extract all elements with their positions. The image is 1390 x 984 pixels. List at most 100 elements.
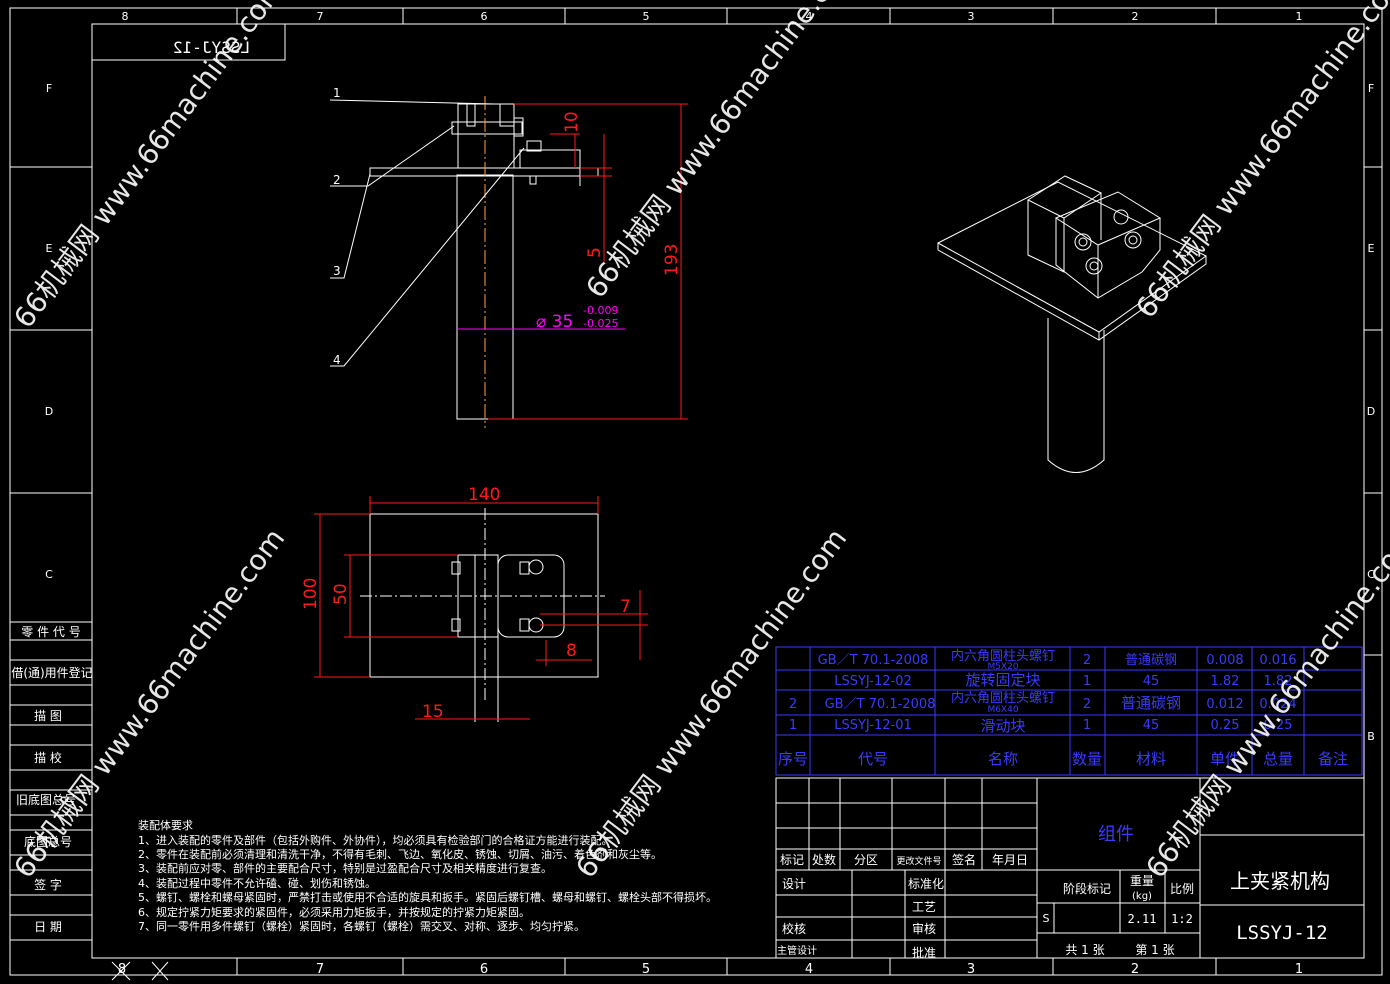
dim-tol-lower: -0.025 [583, 317, 618, 330]
zone-row-right-D: D [1367, 405, 1375, 418]
bom-row-3-total: 0.024 [1259, 697, 1296, 712]
notes-line-5: 5、螺钉、螺栓和螺母紧固时，严禁打击或使用不合适的旋具和扳手。紧固后螺钉槽、螺母… [138, 890, 717, 904]
zone-row-right-F: F [1368, 82, 1374, 95]
dim-50: 50 [331, 583, 351, 605]
bom-row-2-code: LSSYJ-12-02 [834, 674, 912, 689]
bom-row-4-unit: 0.25 [1211, 718, 1240, 733]
zone-col-top-8: 8 [122, 10, 129, 23]
bom-row-4-code: LSSYJ-12-01 [834, 718, 912, 733]
dim-tol-upper: -0.009 [583, 304, 618, 317]
bom-row-4: 1 LSSYJ-12-01 滑动块 1 45 0.25 0.25 [789, 717, 1293, 735]
bom-row-2-mat: 45 [1143, 674, 1160, 689]
bom-row-3-qty: 2 [1083, 697, 1091, 712]
dim-diameter: ⌀ 35 [536, 312, 573, 332]
bom-h-note: 备注 [1318, 750, 1348, 768]
strip-trace-check: 描 校 [34, 750, 62, 765]
zone-row-right-E: E [1368, 242, 1375, 255]
zone-col-top-4: 4 [806, 10, 813, 23]
dim-8: 8 [566, 641, 577, 661]
balloon-2: 2 [333, 173, 341, 187]
mirrored-drawing-code: LSSYJ-12 [173, 38, 250, 57]
tb-sign: 签名 [952, 852, 976, 867]
bom-row-1-mat: 普通碳钢 [1125, 653, 1177, 668]
tb-scale-val: 1:2 [1171, 912, 1193, 926]
strip-part-code: 零 件 代 号 [21, 625, 80, 639]
bom-row-1-unit: 0.008 [1206, 653, 1243, 668]
bom-row-1-code: GB／T 70.1-2008 [818, 653, 929, 668]
dim-5: 5 [585, 247, 605, 258]
tb-review: 审核 [912, 921, 936, 936]
dim-15: 15 [422, 702, 444, 722]
watermarks: 66机械网 www.66machine.com 66机械网 www.66mach… [7, 0, 1390, 884]
bom-h-mat: 材料 [1136, 750, 1166, 768]
tb-mark: 标记 [780, 853, 804, 867]
top-view: 140 100 50 7 8 15 [301, 485, 648, 722]
tb-process: 工艺 [912, 900, 936, 914]
zone-col-bottom-2: 2 [1131, 962, 1139, 977]
tb-check: 校核 [782, 921, 806, 936]
zone-col-bottom-3: 3 [967, 962, 975, 977]
left-strip: 零 件 代 号 借(通)用件登记 描 图 描 校 旧底图总号 底图总号 签 字 … [11, 625, 92, 934]
dim-100: 100 [301, 578, 321, 610]
bom-table: GB／T 70.1-2008 内六角圆柱头螺钉 M5X20 2 普通碳钢 0.0… [775, 646, 1363, 776]
bom-row-2: LSSYJ-12-02 旋转固定块 1 45 1.82 1.82 [834, 671, 1292, 689]
tb-design: 设计 [782, 877, 806, 891]
tb-stage: 阶段标记 [1063, 881, 1111, 896]
zone-row-left-E: E [46, 242, 53, 255]
bom-row-3-name-sub: M6X40 [987, 705, 1018, 715]
bom-h-unit: 单件 [1210, 750, 1240, 768]
zone-col-bottom-1: 1 [1295, 962, 1303, 977]
title-name: 上夹紧机构 [1230, 869, 1330, 893]
title-block: 组件 上夹紧机构 LSSYJ-12 标记 处数 分区 更改文件号 签名 年月日 … [775, 777, 1365, 960]
tb-s: S [1043, 912, 1050, 925]
notes-line-7: 7、同一零件用多件螺钉（螺栓）紧固时，各螺钉（螺栓）需交叉、对称、逐步、均匀拧紧… [138, 919, 585, 933]
bom-row-2-qty: 1 [1083, 674, 1091, 689]
tb-scale: 比例 [1170, 882, 1194, 896]
bom-row-3: 2 GB／T 70.1-2008 内六角圆柱头螺钉 M6X40 2 普通碳钢 0… [789, 690, 1297, 715]
dim-7: 7 [620, 597, 631, 617]
title-assembly: 组件 [1098, 824, 1134, 845]
bom-row-2-name: 旋转固定块 [965, 671, 1040, 689]
tb-sheet-no: 第 1 张 [1135, 943, 1174, 957]
bom-h-no: 序号 [778, 750, 808, 768]
balloon-3: 3 [333, 264, 341, 278]
strip-sign: 签 字 [34, 877, 62, 892]
zone-col-top-6: 6 [481, 10, 488, 23]
watermark-2: 66机械网 www.66machine.com [579, 0, 863, 304]
zone-col-bottom-4: 4 [805, 962, 813, 977]
bom-row-3-name: 内六角圆柱头螺钉 [951, 690, 1055, 706]
bom-header: 序号 代号 名称 数量 材料 单件 总量 备注 [778, 750, 1348, 768]
zone-row-left-F: F [46, 82, 52, 95]
strip-date: 日 期 [34, 920, 62, 934]
bom-h-total: 总量 [1263, 750, 1293, 768]
tb-standard: 标准化 [908, 877, 944, 891]
strip-old-base-no: 旧底图总号 [16, 792, 76, 807]
tb-count: 处数 [812, 852, 836, 867]
tb-weight-unit: (kg) [1132, 891, 1152, 902]
balloon-4: 4 [333, 353, 341, 367]
strip-borrowed: 借(通)用件登记 [11, 665, 92, 680]
tb-date: 年月日 [992, 853, 1028, 867]
bom-row-3-code: GB／T 70.1-2008 [825, 697, 936, 712]
drawing-frame [9, 7, 1383, 976]
notes-line-3: 3、装配前应对零、部件的主要配合尺寸，特别是过盈配合尺寸及相关精度进行复查。 [138, 861, 552, 875]
bom-row-1-name: 内六角圆柱头螺钉 [951, 648, 1055, 664]
zone-labels: 8 7 6 5 4 3 2 1 8 7 6 5 4 3 2 1 F E D C … [45, 10, 1375, 977]
zone-col-bottom-7: 7 [316, 962, 324, 977]
zone-row-left-D: D [45, 405, 53, 418]
zone-col-top-1: 1 [1296, 10, 1303, 23]
tb-chief: 主管设计 [777, 944, 817, 957]
bom-row-1-total: 0.016 [1259, 653, 1296, 668]
bom-row-4-name: 滑动块 [980, 717, 1025, 735]
zone-col-bottom-5: 5 [642, 962, 650, 977]
bom-row-3-unit: 0.012 [1206, 697, 1243, 712]
bom-h-name: 名称 [988, 750, 1018, 768]
notes-line-4: 4、装配过程中零件不允许磕、碰、划伤和锈蚀。 [138, 876, 376, 890]
tb-approve: 批准 [912, 945, 936, 960]
bom-row-3-no: 2 [789, 697, 797, 712]
zone-col-top-5: 5 [643, 10, 650, 23]
isometric-view [936, 175, 1207, 473]
tb-total-sheets: 共 1 张 [1065, 943, 1104, 957]
dim-140: 140 [468, 485, 500, 505]
bom-row-1-name-sub: M5X20 [987, 662, 1018, 672]
